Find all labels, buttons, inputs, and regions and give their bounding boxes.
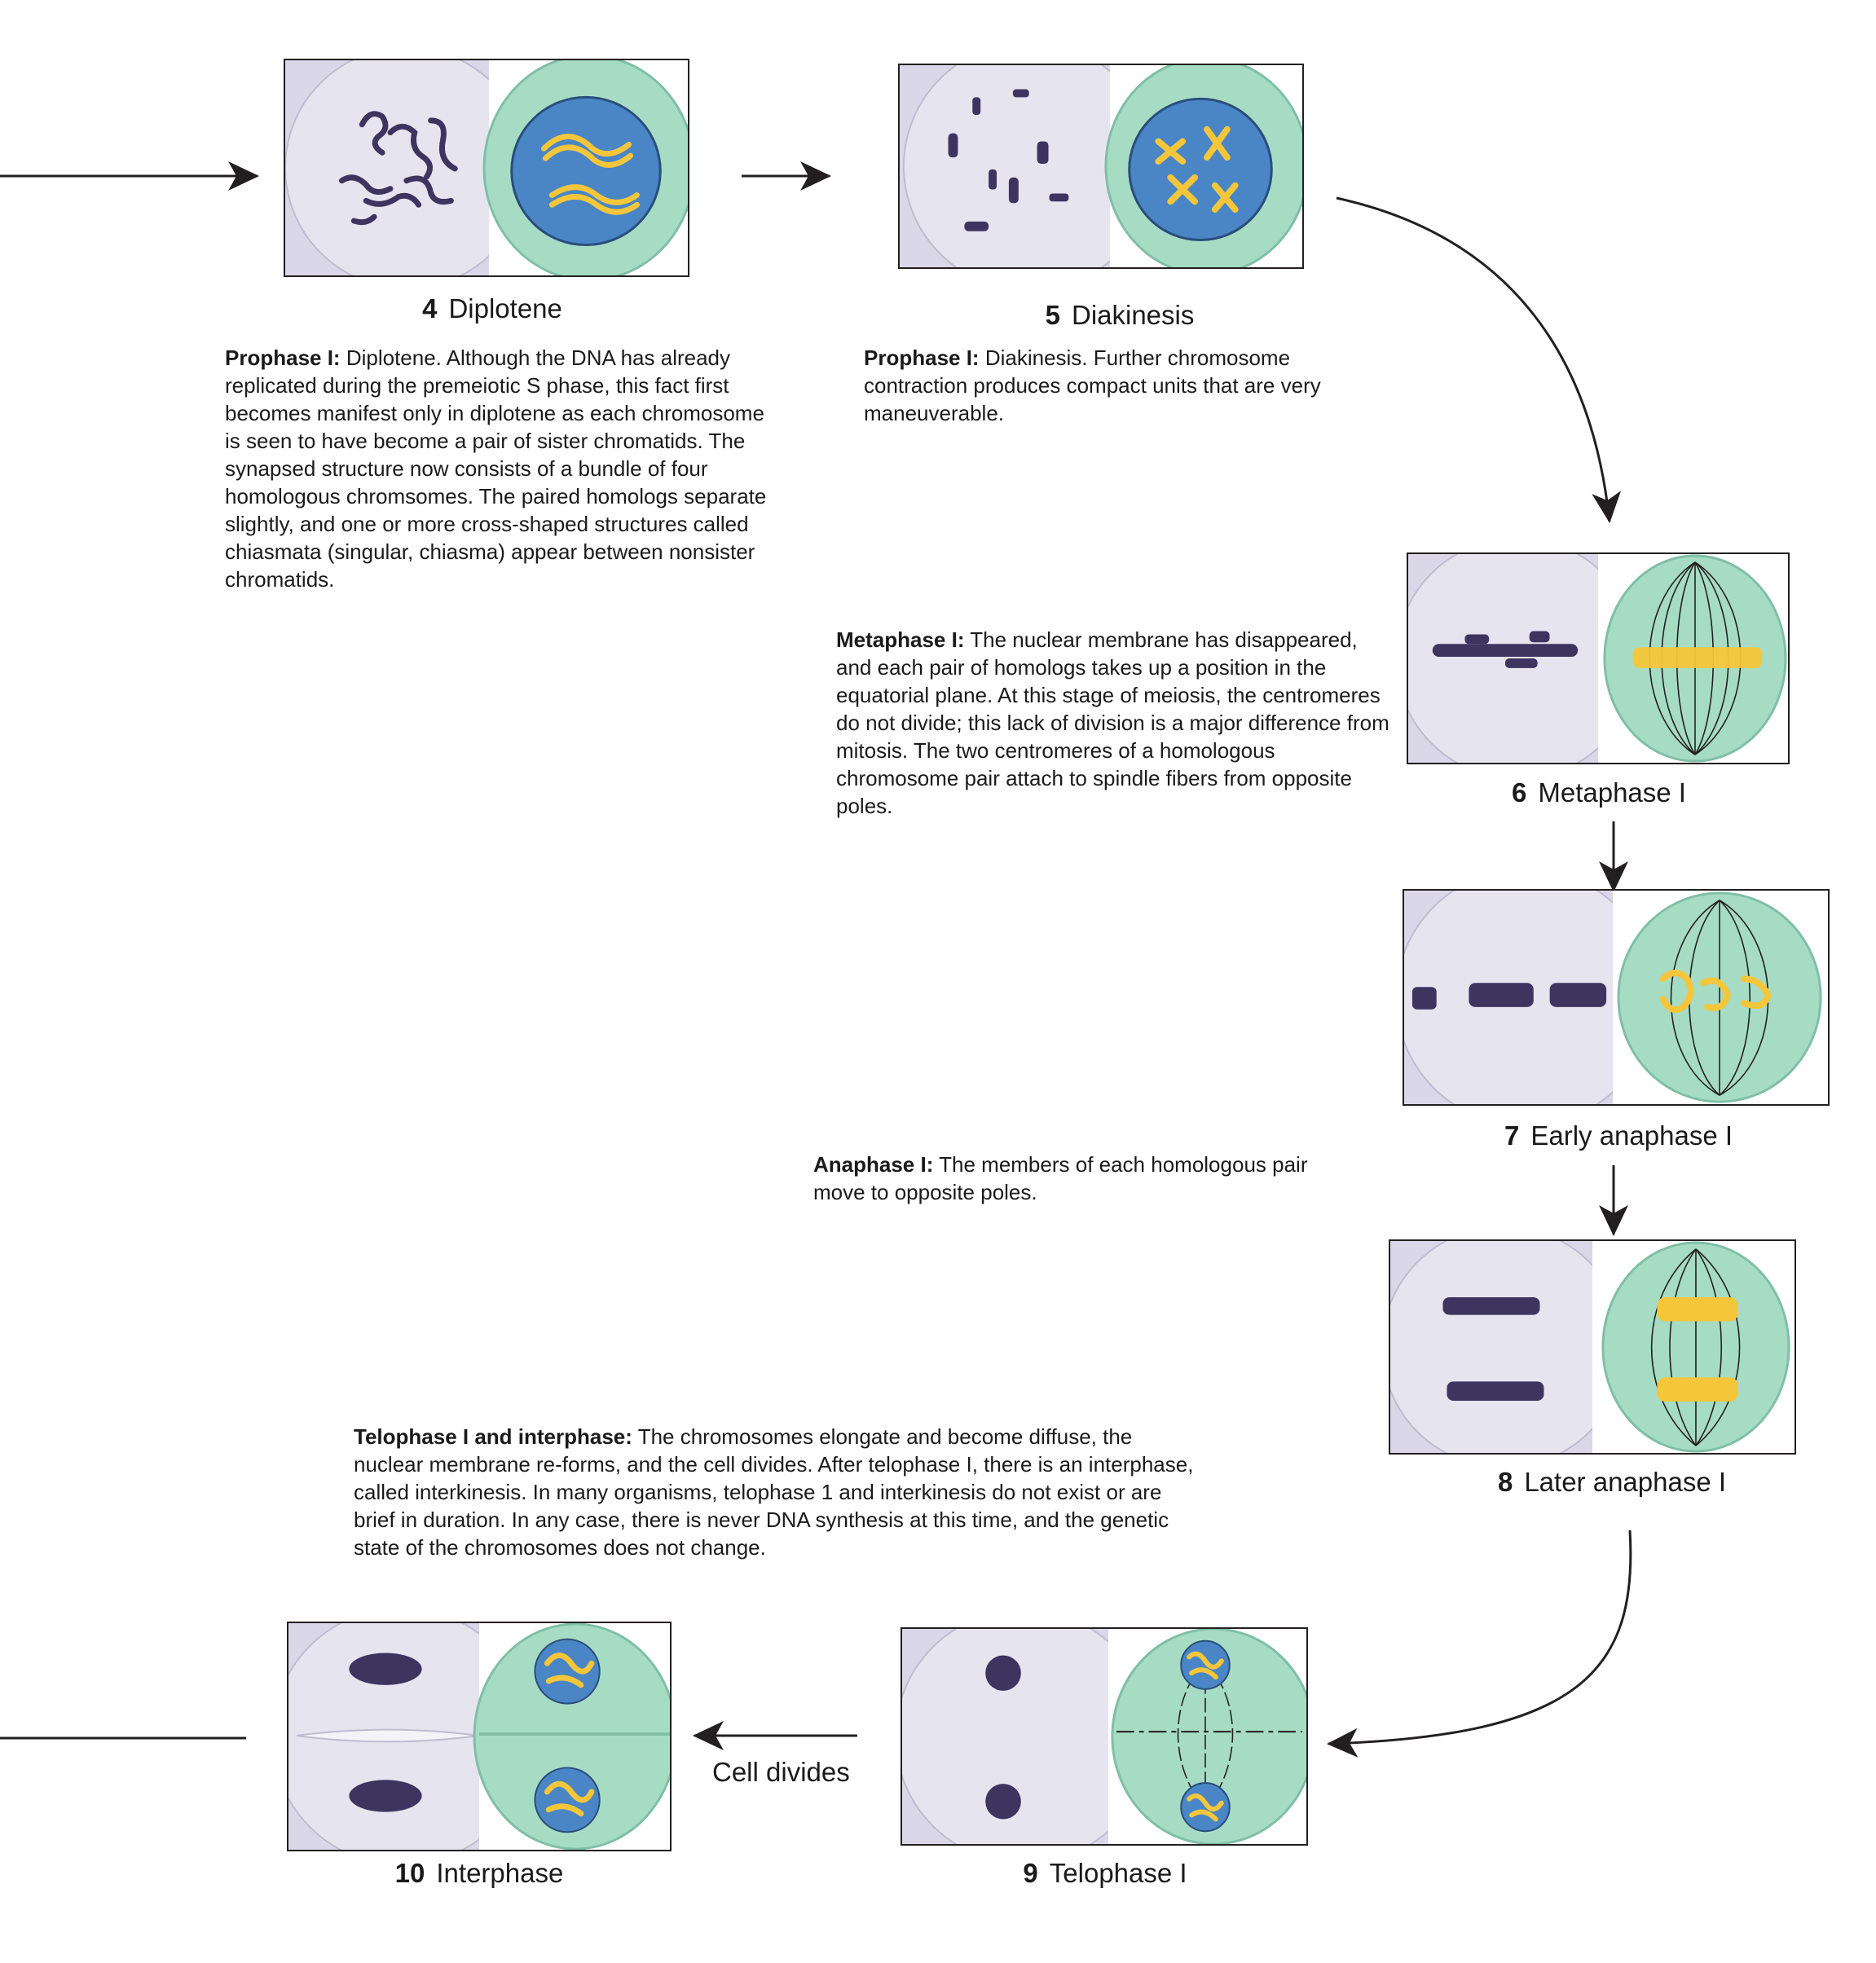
later-anaphase-yellow-bottom bbox=[1657, 1377, 1738, 1402]
stage-label-interphase: 10 Interphase bbox=[395, 1858, 564, 1889]
description-lead: Prophase I: bbox=[864, 346, 980, 370]
description-text: Diakinesis. Further chromosome contracti… bbox=[864, 346, 1321, 425]
early-anaphase-yellow-chromosomes bbox=[1659, 970, 1772, 1013]
panel-diplotene bbox=[284, 59, 689, 277]
metaphase-equatorial-chromosomes bbox=[1632, 647, 1763, 668]
diplotene-yellow-chromosomes bbox=[540, 134, 640, 215]
description-lead: Anaphase I: bbox=[813, 1152, 934, 1177]
stage-name: Diakinesis bbox=[1071, 300, 1195, 330]
panel-diakinesis bbox=[898, 64, 1304, 269]
telophase-top-nucleus bbox=[1180, 1640, 1231, 1690]
stage-label-telophase-i: 9 Telophase I bbox=[1023, 1858, 1187, 1889]
telophase-bottom-nucleus bbox=[1180, 1782, 1231, 1833]
diakinesis-micrograph-chromosomes bbox=[948, 89, 1069, 231]
description-lead: Metaphase I: bbox=[836, 627, 965, 652]
stage-label-metaphase-i: 6 Metaphase I bbox=[1512, 777, 1686, 808]
diplotene-micrograph-chromosomes bbox=[338, 111, 458, 226]
stage-name: Diplotene bbox=[448, 293, 562, 323]
diakinesis-yellow-chromosomes bbox=[1155, 125, 1239, 213]
stage-number: 10 bbox=[394, 1858, 425, 1888]
stage-number: 5 bbox=[1045, 300, 1060, 330]
stage-number: 7 bbox=[1504, 1120, 1520, 1151]
stage-name: Interphase bbox=[436, 1858, 564, 1888]
later-anaphase-spindle-fibers bbox=[1650, 1248, 1741, 1446]
stage-number: 6 bbox=[1512, 777, 1527, 808]
interphase-micrograph-top-nucleus bbox=[349, 1653, 422, 1685]
description-text: The members of each homologous pair move… bbox=[813, 1152, 1308, 1204]
description-text: The nuclear membrane has disappeared, an… bbox=[836, 627, 1389, 818]
arrow-later-anaphase-to-telophase bbox=[1327, 1529, 1632, 1758]
stage-name: Telophase I bbox=[1049, 1858, 1187, 1888]
description-lead: Telophase I and interphase: bbox=[354, 1424, 632, 1449]
stage-number: 8 bbox=[1497, 1467, 1513, 1497]
description-telophase-i: Telophase I and interphase: The chromoso… bbox=[354, 1423, 1201, 1561]
description-diakinesis: Prophase I: Diakinesis. Further chromoso… bbox=[864, 344, 1394, 427]
interphase-micrograph-bottom-nucleus bbox=[349, 1780, 422, 1812]
stage-number: 9 bbox=[1023, 1858, 1038, 1888]
stage-label-later-anaphase-i: 8 Later anaphase I bbox=[1498, 1467, 1726, 1498]
panel-interphase bbox=[287, 1622, 672, 1851]
stage-label-early-anaphase-i: 7 Early anaphase I bbox=[1504, 1120, 1733, 1151]
description-text: Diplotene. Although the DNA has already … bbox=[225, 346, 767, 592]
later-anaphase-micrograph-chromosomes bbox=[1442, 1296, 1544, 1401]
cell-divides-label: Cell divides bbox=[712, 1757, 850, 1787]
panel-metaphase-i bbox=[1407, 552, 1790, 764]
description-metaphase-i: Metaphase I: The nuclear membrane has di… bbox=[836, 626, 1390, 820]
panel-later-anaphase-i bbox=[1389, 1239, 1796, 1455]
stage-label-diakinesis: 5 Diakinesis bbox=[1046, 300, 1195, 331]
later-anaphase-yellow-top bbox=[1657, 1296, 1738, 1322]
description-diplotene: Prophase I: Diplotene. Although the DNA … bbox=[225, 344, 771, 593]
early-anaphase-micrograph-chromosomes bbox=[1411, 983, 1607, 1010]
telophase-micrograph-top-cluster bbox=[985, 1655, 1021, 1691]
description-text: The chromosomes elongate and become diff… bbox=[354, 1424, 1194, 1560]
interphase-top-nucleus bbox=[534, 1638, 601, 1705]
stage-name: Later anaphase I bbox=[1524, 1467, 1727, 1497]
description-anaphase-i: Anaphase I: The members of each homologo… bbox=[813, 1151, 1351, 1206]
telophase-micrograph-bottom-cluster bbox=[985, 1784, 1021, 1820]
stage-number: 4 bbox=[422, 293, 438, 323]
description-lead: Prophase I: bbox=[225, 346, 341, 370]
panel-telophase-i bbox=[901, 1627, 1308, 1846]
panel-early-anaphase-i bbox=[1403, 889, 1830, 1106]
stage-name: Early anaphase I bbox=[1530, 1120, 1733, 1151]
interphase-bottom-nucleus bbox=[534, 1767, 601, 1833]
metaphase-micrograph-chromosomes bbox=[1432, 631, 1579, 668]
stage-name: Metaphase I bbox=[1538, 777, 1686, 808]
stage-label-diplotene: 4 Diplotene bbox=[422, 293, 562, 324]
